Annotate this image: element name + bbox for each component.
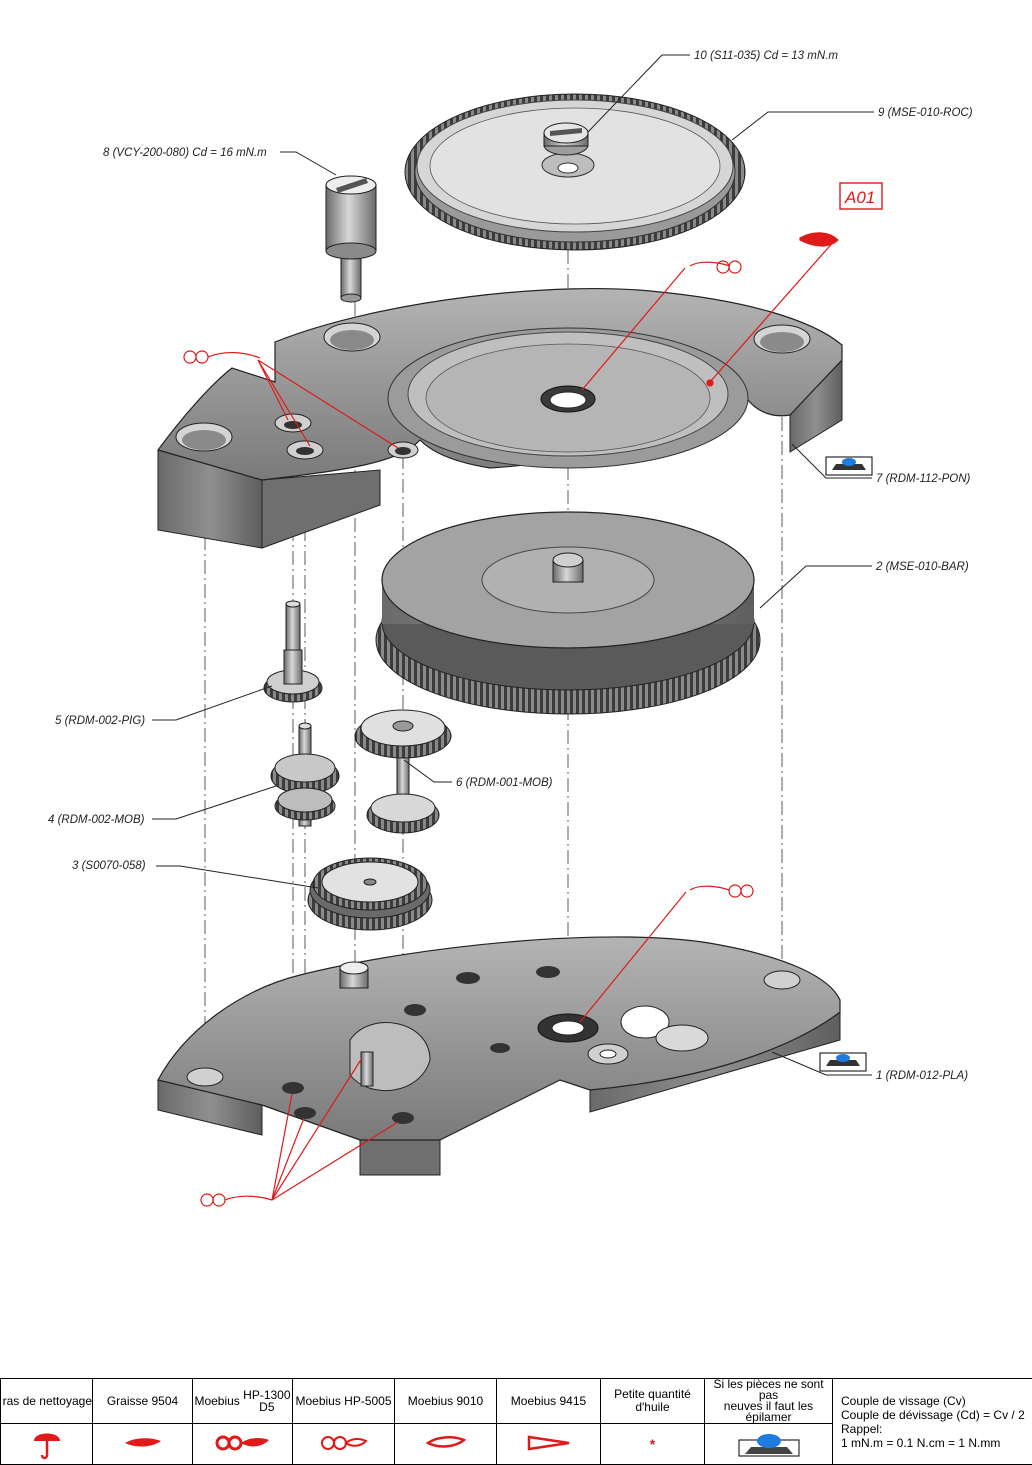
legend-symbol-hp1300 [193, 1424, 293, 1465]
couple-line-4: 1 mN.m = 0.1 N.cm = 1 N.mm [841, 1436, 1032, 1450]
lubrication-legend: ras de nettoyage Graisse 9504 Moebius HP… [0, 1378, 1032, 1452]
legend-header-epilamer: Si les pièces ne sont pas neuves il faut… [705, 1379, 833, 1424]
epilamer-icon [729, 1428, 809, 1458]
pinion-5 [264, 601, 322, 702]
callout-6: 6 (RDM-001-MOB) [456, 777, 553, 789]
legend-symbol-9010 [395, 1424, 497, 1465]
wheel-6 [355, 710, 451, 833]
callout-7: 7 (RDM-112-PON) [876, 473, 971, 485]
legend-symbol-nettoyage [1, 1424, 93, 1465]
legend-header-petite-quantite: Petite quantité d'huile [601, 1379, 705, 1424]
legend-header-hp5005: Moebius HP-5005 [293, 1379, 395, 1424]
legend-hp1300-brand: Moebius [194, 1394, 239, 1408]
legend-header-hp1300: Moebius HP-1300 D5 [193, 1379, 293, 1424]
legend-header-nettoyage: ras de nettoyage [1, 1379, 93, 1424]
callout-4: 4 (RDM-002-MOB) [48, 814, 145, 826]
callout-2: 2 (MSE-010-BAR) [875, 561, 969, 573]
exploded-view-diagram: 10 (S11-035) Cd = 13 mN.m 9 (MSE-010-ROC… [0, 0, 1032, 1380]
legend-symbol-petite: * [601, 1424, 705, 1465]
epilamer-icon [820, 1053, 866, 1071]
wheel-3 [308, 858, 432, 930]
oil-drop-outline-icon [426, 1434, 466, 1452]
oil-wedge-icon [527, 1434, 571, 1452]
legend-header-graisse: Graisse 9504 [93, 1379, 193, 1424]
couple-line-3: Rappel: [841, 1422, 1032, 1436]
wheel-4 [271, 723, 339, 826]
umbrella-icon [32, 1425, 62, 1461]
callout-9: 9 (MSE-010-ROC) [878, 107, 973, 119]
legend-symbol-graisse [93, 1424, 193, 1465]
couple-line-1: Couple de vissage (Cv) [841, 1394, 1032, 1408]
callout-8: 8 (VCY-200-080) Cd = 16 mN.m [103, 147, 267, 159]
oil-double-icon [320, 1434, 368, 1452]
screw-8 [326, 176, 376, 302]
epilamer-icon [826, 457, 872, 475]
legend-epilamer-line1: Si les pièces ne sont pas [705, 1379, 832, 1401]
legend-symbol-epilamer [705, 1424, 833, 1465]
legend-petite-line2: d'huile [601, 1401, 704, 1414]
ratchet-wheel-9 [405, 94, 745, 250]
screw-10 [544, 123, 588, 155]
oil-triple-filled-icon [215, 1434, 271, 1452]
grease-drop-icon [123, 1435, 163, 1451]
legend-header-9010: Moebius 9010 [395, 1379, 497, 1424]
callout-5: 5 (RDM-002-PIG) [55, 715, 145, 727]
legend-hp1300-suffix: D5 [243, 1401, 290, 1413]
legend-epilamer-line2: neuves il faut les épilamer [705, 1401, 832, 1423]
callout-3: 3 (S0070-058) [72, 860, 146, 872]
legend-header-9415: Moebius 9415 [497, 1379, 601, 1424]
callout-10: 10 (S11-035) Cd = 13 mN.m [694, 50, 838, 62]
legend-symbol-hp5005 [293, 1424, 395, 1465]
barrel-2 [376, 512, 760, 714]
couple-line-2: Couple de dévissage (Cd) = Cv / 2 [841, 1408, 1032, 1422]
legend-symbol-9415 [497, 1424, 601, 1465]
bridge-7 [158, 289, 842, 548]
mainplate-1 [158, 937, 840, 1175]
callout-1: 1 (RDM-012-PLA) [876, 1070, 968, 1082]
a01-tag: A01 [844, 188, 875, 207]
